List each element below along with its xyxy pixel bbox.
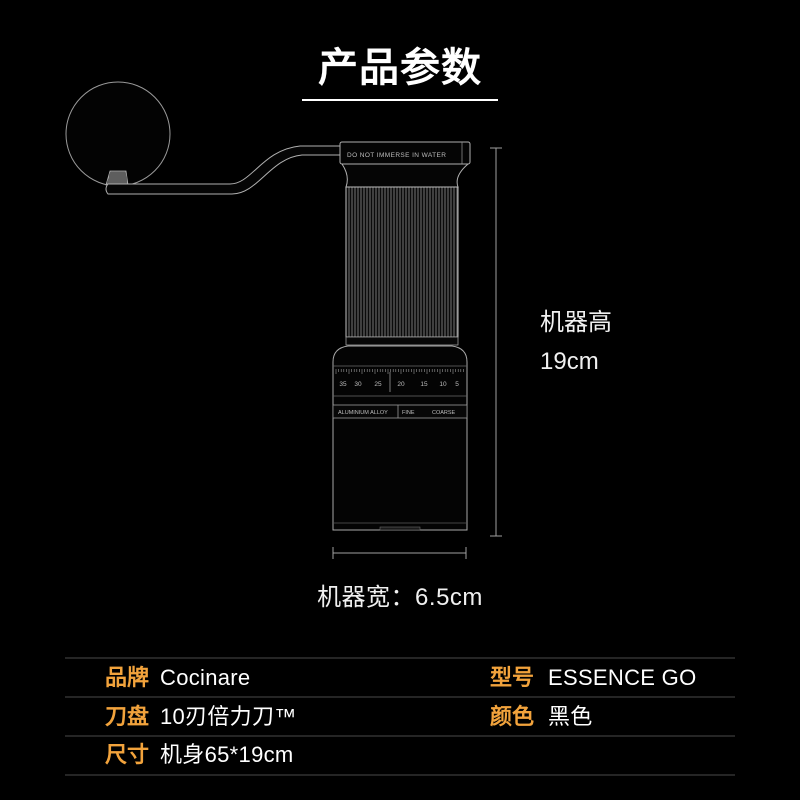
dial-number: 10 bbox=[439, 381, 447, 388]
height-label: 机器高 bbox=[540, 309, 612, 336]
dial-number: 25 bbox=[374, 381, 382, 388]
dial-number: 15 bbox=[420, 381, 428, 388]
width-label: 机器宽：6.5cm bbox=[317, 584, 483, 611]
spec-row-brand-model: 品牌 Cocinare 型号 ESSENCE GO bbox=[0, 665, 800, 691]
spec-label-color: 颜色 bbox=[490, 704, 535, 729]
band-coarse-text: COARSE bbox=[432, 410, 456, 416]
grip-bottom-band bbox=[345, 336, 459, 346]
dial-number: 35 bbox=[339, 381, 347, 388]
spec-label-blade: 刀盘 bbox=[105, 704, 150, 729]
dial-number: 30 bbox=[354, 381, 362, 388]
spec-table-dividers bbox=[65, 657, 735, 776]
handle-knob bbox=[65, 81, 171, 187]
dial-numbers: 35 30 25 20 15 10 5 bbox=[339, 381, 459, 388]
band-fine-text: FINE bbox=[402, 410, 415, 416]
grind-band bbox=[332, 404, 468, 419]
dial-ticks bbox=[335, 369, 464, 374]
cap-warning-text: DO NOT IMMERSE IN WATER bbox=[347, 152, 446, 159]
lower-body bbox=[332, 345, 468, 531]
spec-label-size: 尺寸 bbox=[105, 742, 150, 767]
ribbed-grip bbox=[345, 186, 459, 338]
band-material-text: ALUMINIUM ALLOY bbox=[338, 410, 388, 416]
dial-number: 5 bbox=[455, 381, 459, 388]
crank-arm bbox=[105, 145, 343, 195]
width-dimension-line bbox=[332, 547, 467, 559]
spec-value-blade: 10刃倍力刀™ bbox=[160, 704, 297, 729]
spec-value-size: 机身65*19cm bbox=[160, 742, 294, 767]
base-foot bbox=[379, 526, 421, 531]
spec-label-model: 型号 bbox=[490, 665, 535, 690]
spec-label-brand: 品牌 bbox=[105, 665, 150, 690]
page-title: 产品参数 bbox=[318, 46, 482, 90]
spec-value-brand: Cocinare bbox=[160, 665, 251, 690]
title-underline bbox=[302, 99, 498, 101]
height-value: 19cm bbox=[540, 348, 599, 375]
spec-value-color: 黑色 bbox=[548, 704, 593, 729]
spec-row-blade-color: 刀盘 10刃倍力刀™ 颜色 黑色 bbox=[0, 704, 800, 730]
height-dimension-line bbox=[490, 147, 502, 537]
grinder-neck bbox=[341, 163, 470, 188]
spec-row-size: 尺寸 机身65*19cm bbox=[0, 742, 800, 768]
dial-number: 20 bbox=[397, 381, 405, 388]
knob-neck bbox=[105, 170, 129, 186]
spec-value-model: ESSENCE GO bbox=[548, 665, 697, 690]
